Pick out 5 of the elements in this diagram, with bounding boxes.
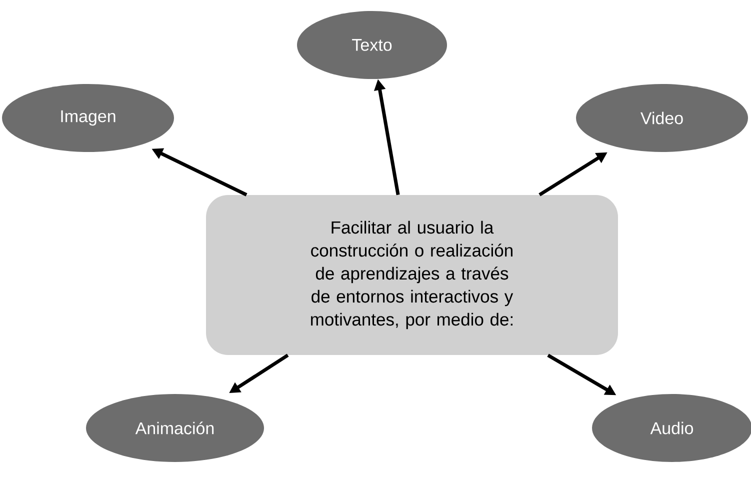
ellipse-node: Video [576,84,748,152]
ellipse-node: Animación [86,394,264,462]
ellipse-node: Texto [297,11,447,79]
process-box: Facilitar al usuario la construcción o realización de aprendizajes a través de entornos interactivos y motivantes, por medio de: [206,195,618,355]
ellipse-node: Imagen [2,84,174,152]
